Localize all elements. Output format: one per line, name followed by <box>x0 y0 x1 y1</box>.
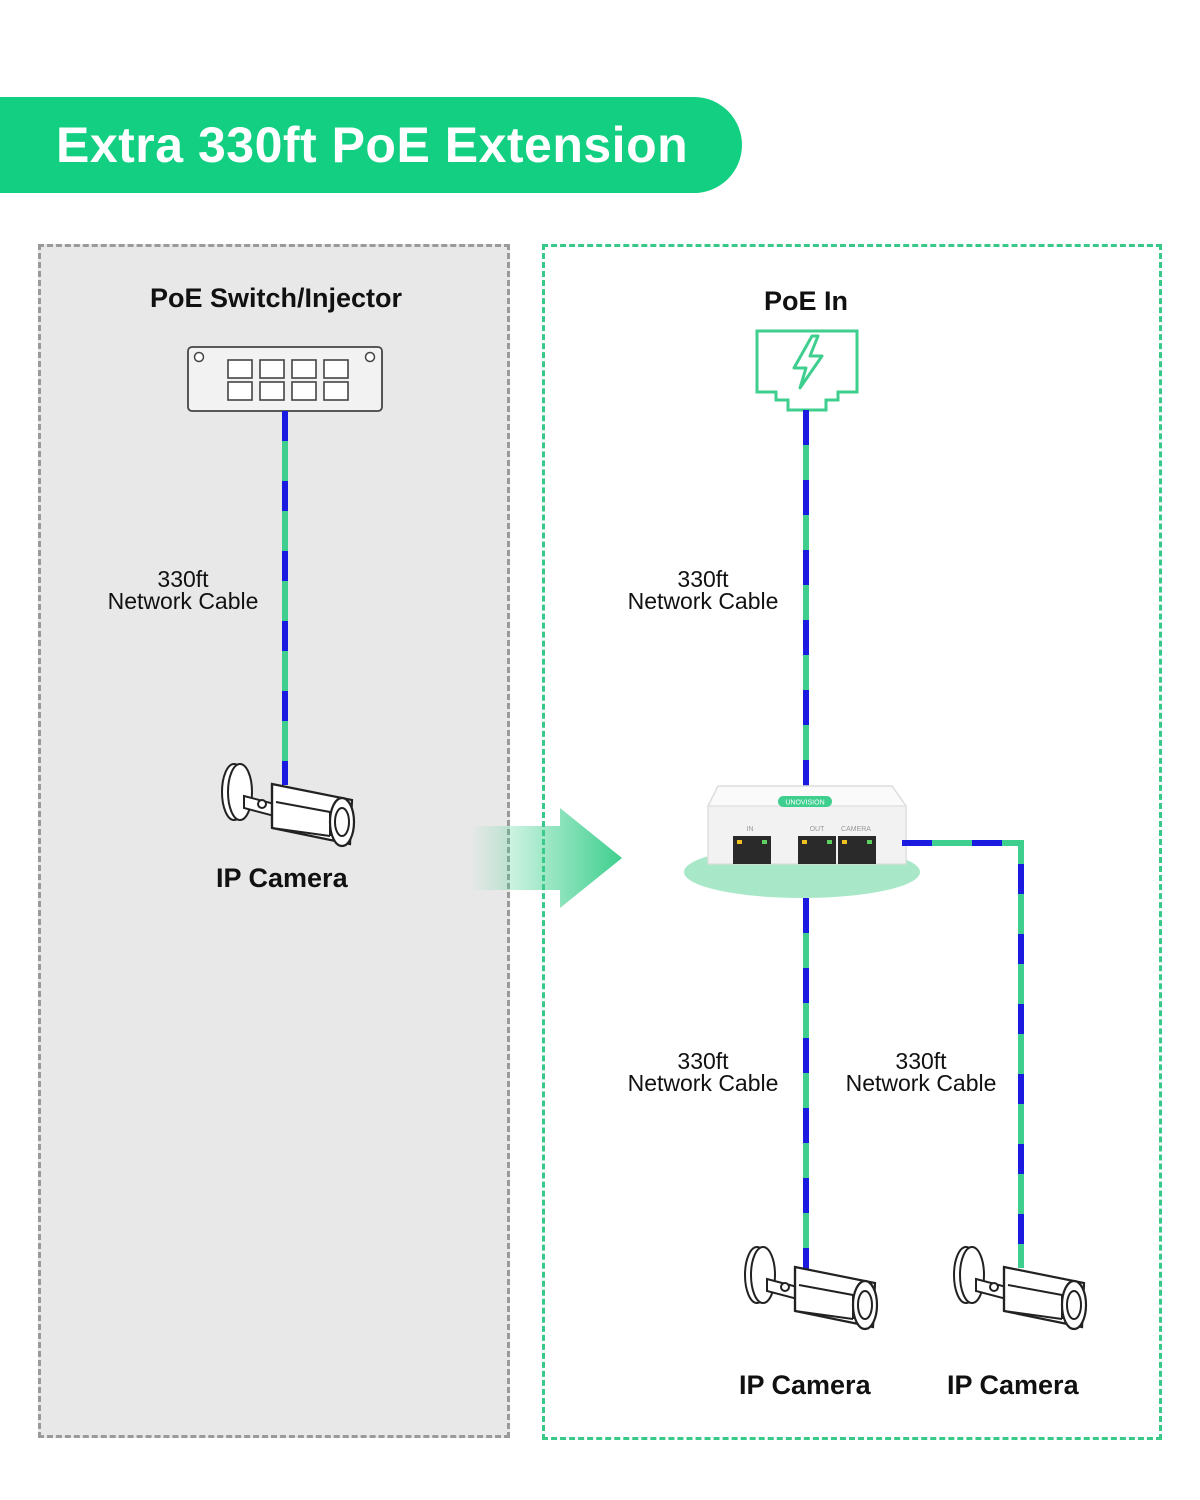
poe-switch-icon <box>187 346 383 412</box>
output-cable-2-label: 330ft Network Cable <box>838 1048 1004 1096</box>
left-cable-text: Network Cable <box>107 588 259 614</box>
output-cable-1-text: Network Cable <box>627 1070 779 1096</box>
poe-in-icon <box>755 329 859 412</box>
poe-extender-device: UNOVISION IN OUT CAMERA <box>684 785 920 898</box>
port-camera-text: CAMERA <box>841 826 871 833</box>
rj45-port-in <box>733 836 771 864</box>
left-camera-label: IP Camera <box>216 863 348 893</box>
left-cable-label: 330ft Network Cable <box>100 566 266 614</box>
extender-brand-text: UNOVISION <box>785 800 824 807</box>
left-cable-length: 330ft <box>157 566 209 592</box>
input-cable-length: 330ft <box>677 566 729 592</box>
right-camera-2-label: IP Camera <box>947 1370 1079 1400</box>
input-cable-label: 330ft Network Cable <box>620 566 786 614</box>
output-cable-2-text: Network Cable <box>845 1070 997 1096</box>
title-banner <box>0 97 742 193</box>
poe-in-label: PoE In <box>764 286 849 316</box>
input-cable-text: Network Cable <box>627 588 779 614</box>
right-camera-1-label: IP Camera <box>739 1370 871 1400</box>
port-out-text: OUT <box>810 826 826 833</box>
port-in-text: IN <box>747 826 754 833</box>
rj45-port-camera <box>838 836 876 864</box>
output-cable-2-length: 330ft <box>895 1048 947 1074</box>
output-cable-1-length: 330ft <box>677 1048 729 1074</box>
transition-arrow-icon <box>470 808 622 908</box>
page-title: Extra 330ft PoE Extension <box>56 117 689 173</box>
rj45-port-out <box>798 836 836 864</box>
output-cable-1-label: 330ft Network Cable <box>620 1048 786 1096</box>
right-ip-camera-1-icon <box>743 1245 879 1331</box>
output-network-cable-2 <box>902 840 1024 1268</box>
poe-switch-label: PoE Switch/Injector <box>150 283 403 313</box>
left-panel-standard-setup <box>38 244 510 1438</box>
